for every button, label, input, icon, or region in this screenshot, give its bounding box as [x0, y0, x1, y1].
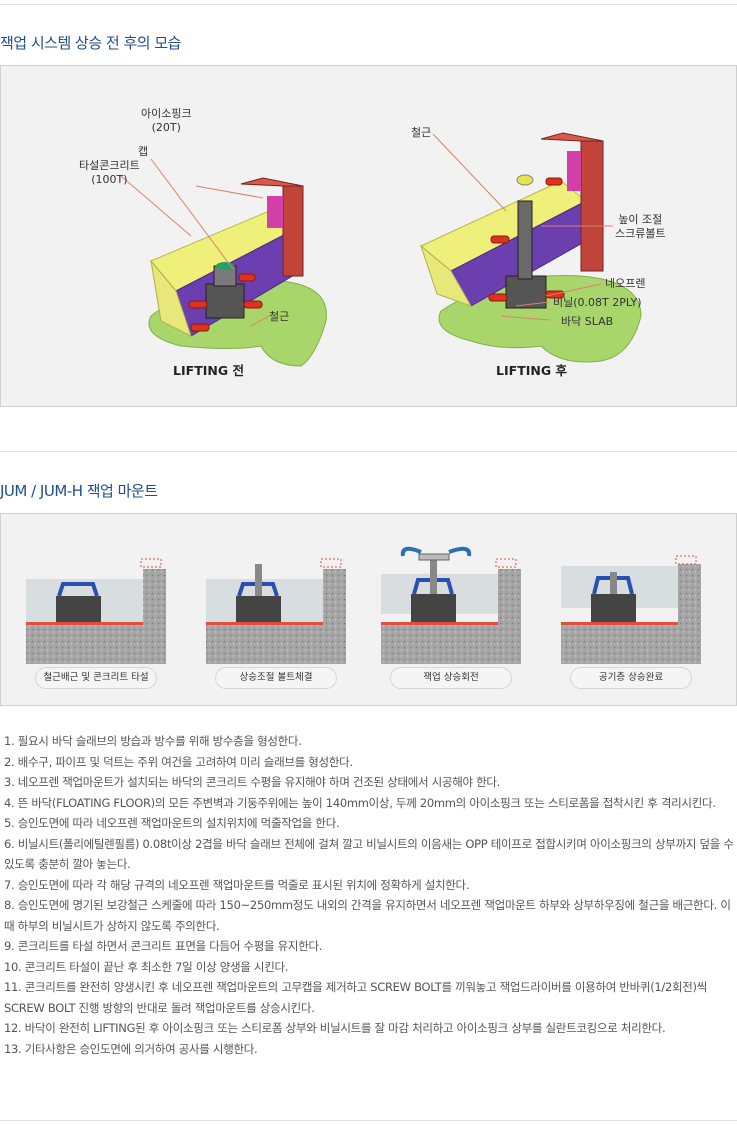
top-divider [0, 4, 737, 5]
note-item: 8. 승인도면에 명기된 보강철근 스케줄에 따라 150~250mm정도 내외… [4, 898, 731, 933]
section-divider [0, 451, 737, 452]
lifting-before-illustration [120, 158, 327, 367]
note-item: 7. 승인도면에 따라 각 해당 규격의 네오프렌 잭업마운트를 먹줄로 표시된… [4, 877, 470, 892]
callout-isopink: 아이소핑크 (20T) [141, 107, 192, 134]
callout-rebar-before: 철근 [269, 310, 290, 323]
note-item: 13. 기타사항은 승인도면에 의거하여 공사를 시행한다. [4, 1041, 258, 1056]
step-label-air-gap-complete: 공기층 상승완료 [570, 667, 692, 689]
callout-rebar-after: 철근 [411, 126, 432, 139]
label-lifting-before: LIFTING 전 [173, 363, 244, 378]
callout-height-screw-bolt: 높이 조절 스크류볼트 [615, 213, 666, 240]
rotate-left-arrow-icon [400, 546, 422, 557]
note-item: 10. 콘크리트 타설이 끝난 후 최소한 7일 이상 양생을 시킨다. [4, 959, 289, 974]
step-label-jackup-rotation: 잭업 상승회전 [390, 667, 512, 689]
jum-mount-steps-illustration [26, 546, 701, 664]
brick-wall-after [580, 140, 604, 272]
note-item: 3. 네오프렌 잭업마운트가 설치되는 바닥의 콘크리트 수평을 유지해야 하며… [4, 775, 501, 789]
note-item: 4. 뜬 바닥(FLOATING FLOOR)의 모든 주변벽과 기둥주위에는 … [4, 795, 716, 810]
step-2-drawing [206, 558, 346, 664]
callout-vinyl-sheet: 비닐(0.08T 2PLY) [553, 296, 642, 309]
note-item: 9. 콘크리트를 타설 하면서 콘크리트 표면을 다듬어 수평을 유지한다. [4, 939, 323, 953]
jackup-before-after-panel: 아이소핑크 (20T) 캡 타설콘크리트 (100T) 철근 LIFTING 전… [0, 65, 737, 407]
note-item: 5. 승인도면에 따라 네오프렌 잭업마운트의 설치위치에 먹줄작업을 한다. [4, 816, 340, 830]
rotate-right-arrow-icon [448, 546, 472, 557]
label-lifting-after: LIFTING 후 [496, 363, 567, 378]
step-4-drawing [561, 555, 701, 664]
callout-neoprene: 네오프렌 [605, 277, 646, 290]
note-item: 12. 바닥이 완전히 LIFTING된 후 아이소핑크 또는 스티로폼 상부와… [4, 1021, 666, 1035]
note-item: 1. 필요시 바닥 슬래브의 방습과 방수를 위해 방수층을 형성한다. [4, 734, 302, 748]
lifting-after-illustration [419, 132, 642, 363]
installation-notes-list: 1. 필요시 바닥 슬래브의 방습과 방수를 위해 방수층을 형성한다. 2. … [4, 731, 734, 1059]
note-item: 2. 배수구, 파이프 및 덕트는 주위 여건을 고려하여 미리 슬래브를 형성… [4, 754, 353, 769]
jack-mount-housing-after [505, 275, 547, 309]
section-title-jum-mount: JUM / JUM-H 잭업 마운트 [0, 482, 158, 500]
note-item: 11. 콘크리트를 완전히 양생시킨 후 네오프렌 잭업마운트의 고무캡을 제거… [4, 980, 708, 1015]
callout-cap: 캡 [138, 145, 149, 158]
section-title-jackup-before-after: 잭업 시스템 상승 전 후의 모습 [0, 34, 181, 52]
step-1-drawing [26, 558, 166, 664]
step-label-bolt-fastening: 상승조절 볼트체결 [215, 667, 337, 689]
note-item: 6. 비닐시트(폴리에틸렌필름) 0.08t이상 2겹을 바닥 슬래브 전체에 … [4, 836, 734, 872]
step-3-drawing [381, 546, 521, 664]
jack-mount-housing [205, 283, 245, 319]
callout-floor-slab: 바닥 SLAB [561, 315, 614, 328]
callout-poured-concrete: 타설콘크리트 (100T) [79, 159, 140, 186]
jum-mount-steps-panel: 철근배근 및 콘크리트 타설 상승조절 볼트체결 잭업 상승회전 공기층 상승완… [0, 513, 737, 706]
step-label-rebar-concrete: 철근배근 및 콘크리트 타설 [35, 667, 157, 689]
rebar-ends [188, 273, 263, 332]
bottom-divider [0, 1120, 737, 1121]
